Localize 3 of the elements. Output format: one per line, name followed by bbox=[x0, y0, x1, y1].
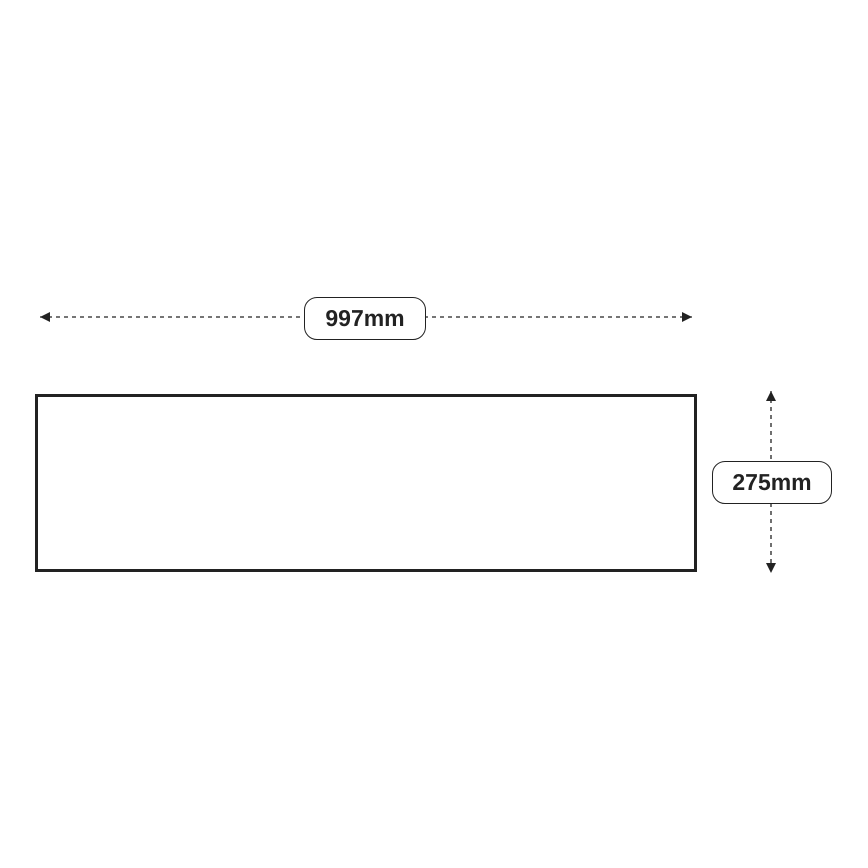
dimension-label: 275mm bbox=[712, 461, 832, 504]
dimension-label: 997mm bbox=[304, 297, 426, 340]
panel-outline bbox=[35, 394, 697, 572]
